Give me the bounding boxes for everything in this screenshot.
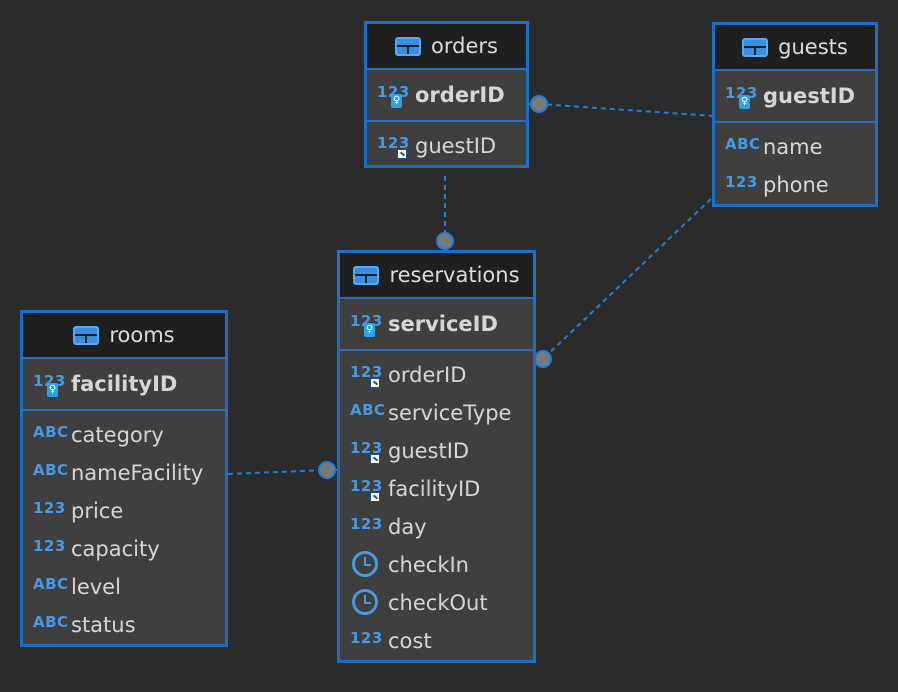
numeric-type-icon: 123 bbox=[350, 475, 384, 503]
entity-header[interactable]: guests bbox=[715, 25, 875, 71]
column-row-checkIn[interactable]: checkIn bbox=[340, 546, 533, 584]
column-row-orderID[interactable]: 123♀orderID bbox=[367, 70, 526, 122]
foreign-key-icon bbox=[370, 454, 380, 464]
entity-title: orders bbox=[431, 34, 498, 58]
relationship-line-reservations-guests[interactable] bbox=[535, 195, 715, 361]
clock-icon bbox=[350, 589, 384, 617]
entity-title: reservations bbox=[389, 263, 520, 287]
column-name: orderID bbox=[388, 363, 467, 387]
relationship-line-orders-guests[interactable] bbox=[529, 103, 715, 117]
foreign-key-icon bbox=[397, 149, 407, 159]
connector-dot-reservations-rooms[interactable] bbox=[318, 461, 336, 479]
column-name: facilityID bbox=[388, 477, 481, 501]
column-row-capacity[interactable]: 123 capacity bbox=[23, 530, 225, 568]
column-name: guestID bbox=[388, 439, 470, 463]
column-row-serviceID[interactable]: 123♀serviceID bbox=[340, 299, 533, 351]
primary-key-icon: ♀ bbox=[739, 95, 750, 109]
column-name: facilityID bbox=[71, 372, 178, 396]
text-type-icon: ABC bbox=[33, 461, 69, 479]
column-row-cost[interactable]: 123 cost bbox=[340, 622, 533, 660]
numeric-type-icon: 123 bbox=[350, 361, 384, 389]
connector-dot-orders-guests[interactable] bbox=[530, 95, 548, 113]
numeric-type-icon: 123♀ bbox=[725, 84, 758, 109]
numeric-type-icon: 123 bbox=[350, 437, 384, 465]
column-name: day bbox=[388, 515, 427, 539]
numeric-type-icon: 123 bbox=[725, 173, 758, 191]
text-type-icon: ABC bbox=[350, 401, 386, 419]
clock-icon bbox=[350, 551, 384, 579]
column-row-facilityID[interactable]: 123♀facilityID bbox=[23, 359, 225, 411]
column-name: guestID bbox=[415, 134, 497, 158]
entity-title: guests bbox=[778, 35, 848, 59]
text-type-icon: ABC bbox=[33, 575, 69, 593]
column-name: capacity bbox=[71, 537, 160, 561]
column-name: status bbox=[71, 613, 136, 637]
column-row-price[interactable]: 123 price bbox=[23, 492, 225, 530]
table-icon bbox=[395, 36, 422, 56]
column-name: category bbox=[71, 423, 164, 447]
entity-header[interactable]: rooms bbox=[23, 313, 225, 359]
column-row-day[interactable]: 123 day bbox=[340, 508, 533, 546]
column-name: guestID bbox=[763, 84, 856, 108]
column-row-checkOut[interactable]: checkOut bbox=[340, 584, 533, 622]
numeric-type-icon: 123 bbox=[377, 132, 411, 160]
entity-title: rooms bbox=[109, 323, 175, 347]
foreign-key-icon bbox=[370, 492, 380, 502]
connector-dot-reservations-guests[interactable] bbox=[534, 350, 552, 368]
numeric-type-icon: 123♀ bbox=[377, 83, 410, 108]
column-row-guestID[interactable]: 123♀guestID bbox=[715, 71, 875, 123]
foreign-key-icon bbox=[370, 378, 380, 388]
column-name: name bbox=[763, 135, 823, 159]
column-name: price bbox=[71, 499, 124, 523]
primary-key-icon: ♀ bbox=[364, 323, 375, 337]
numeric-type-icon: 123♀ bbox=[33, 372, 66, 397]
table-icon bbox=[73, 325, 100, 345]
numeric-type-icon: 123 bbox=[350, 515, 383, 533]
numeric-type-icon: 123 bbox=[33, 537, 66, 555]
column-name: checkIn bbox=[388, 553, 469, 577]
text-type-icon: ABC bbox=[33, 613, 69, 631]
text-type-icon: ABC bbox=[725, 135, 761, 153]
column-name: cost bbox=[388, 629, 432, 653]
entity-header[interactable]: orders bbox=[367, 24, 526, 70]
column-name: serviceID bbox=[388, 312, 498, 336]
numeric-type-icon: 123♀ bbox=[350, 312, 383, 337]
column-name: level bbox=[71, 575, 121, 599]
column-name: phone bbox=[763, 173, 829, 197]
column-row-phone[interactable]: 123 phone bbox=[715, 166, 875, 204]
column-name: serviceType bbox=[388, 401, 512, 425]
column-name: checkOut bbox=[388, 591, 488, 615]
table-icon bbox=[742, 37, 769, 57]
numeric-type-icon: 123 bbox=[33, 499, 66, 517]
primary-key-icon: ♀ bbox=[391, 94, 402, 108]
table-icon bbox=[353, 265, 380, 285]
entity-header[interactable]: reservations bbox=[340, 253, 533, 299]
text-type-icon: ABC bbox=[33, 423, 69, 441]
numeric-type-icon: 123 bbox=[350, 629, 383, 647]
primary-key-icon: ♀ bbox=[47, 383, 58, 397]
column-name: nameFacility bbox=[71, 461, 204, 485]
connector-dot-reservations-orders[interactable] bbox=[436, 232, 454, 250]
column-name: orderID bbox=[415, 83, 505, 107]
